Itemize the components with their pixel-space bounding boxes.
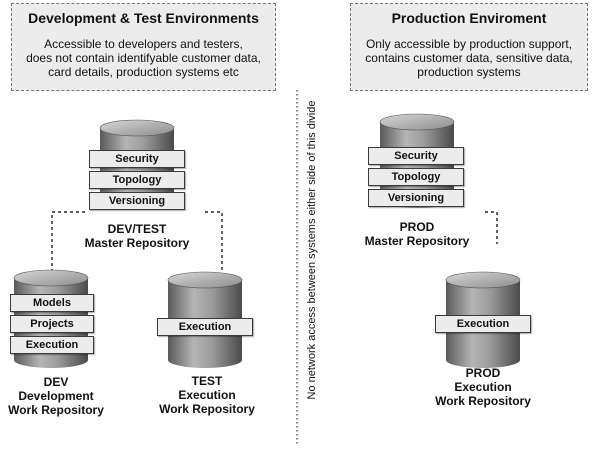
production-box-line: contains customer data, sensitive data, xyxy=(365,51,573,65)
test-work-label-line: TEST xyxy=(191,374,223,388)
production-box-line: Only accessible by production support, xyxy=(365,37,573,51)
test-work-label-line: Execution xyxy=(178,388,236,402)
production-box-text: Only accessible by production support, c… xyxy=(351,37,587,79)
master-prod-cylinder xyxy=(379,113,455,208)
test-work-layer-execution: Execution xyxy=(157,318,253,336)
master-prod-label-line: Master Repository xyxy=(364,234,470,248)
dev-work-label-line: Work Repository xyxy=(8,403,104,417)
production-box-title: Production Enviroment xyxy=(391,10,547,26)
dev-test-box-line: card details, production systems etc xyxy=(48,65,239,79)
connector-master-to-dev xyxy=(51,211,85,272)
dev-work-layer-projects: Projects xyxy=(10,315,94,333)
master-prod-layer-versioning: Versioning xyxy=(368,189,464,207)
master-prod-label: PROD Master Repository xyxy=(355,220,479,248)
master-prod-label-line: PROD xyxy=(399,220,435,234)
master-dev-label-line: Master Repository xyxy=(84,236,190,250)
master-dev-label: DEV/TEST Master Repository xyxy=(67,222,207,250)
dev-work-layer-execution: Execution xyxy=(10,336,94,354)
master-prod-layer-topology: Topology xyxy=(368,168,464,186)
master-prod-layer-security: Security xyxy=(368,147,464,165)
test-work-label-line: Work Repository xyxy=(159,402,255,416)
dev-test-box-text: Accessible to developers and testers, do… xyxy=(12,37,275,79)
master-dev-label-line: DEV/TEST xyxy=(107,222,167,236)
master-dev-layer-security: Security xyxy=(89,150,185,168)
master-dev-layer-topology: Topology xyxy=(89,171,185,189)
production-box-line: production systems xyxy=(417,65,521,79)
test-work-label: TEST Execution Work Repository xyxy=(145,374,269,416)
connector-prod-master-to-work xyxy=(485,211,498,244)
dev-test-box-line: Accessible to developers and testers, xyxy=(44,37,243,51)
dev-test-box-line: does not contain identifyable customer d… xyxy=(26,51,261,65)
prod-work-label-line: PROD xyxy=(465,366,501,380)
prod-work-layer-execution: Execution xyxy=(435,315,531,333)
network-divider-label: No network access between systems either… xyxy=(306,100,318,400)
master-dev-layer-versioning: Versioning xyxy=(89,192,185,210)
prod-work-label: PROD Execution Work Repository xyxy=(420,366,546,408)
dev-work-label-line: Development xyxy=(18,389,94,403)
prod-work-label-line: Work Repository xyxy=(435,394,531,408)
dev-test-info-box: Development & Test Environments Accessib… xyxy=(11,3,276,91)
connector-master-to-test xyxy=(205,211,223,272)
dev-work-layer-models: Models xyxy=(10,294,94,312)
dev-work-label-line: DEV xyxy=(43,375,69,389)
dev-test-box-title: Development & Test Environments xyxy=(28,10,259,26)
dev-work-label: DEV Development Work Repository xyxy=(0,375,112,417)
prod-work-label-line: Execution xyxy=(454,380,512,394)
production-info-box: Production Enviroment Only accessible by… xyxy=(350,3,588,91)
